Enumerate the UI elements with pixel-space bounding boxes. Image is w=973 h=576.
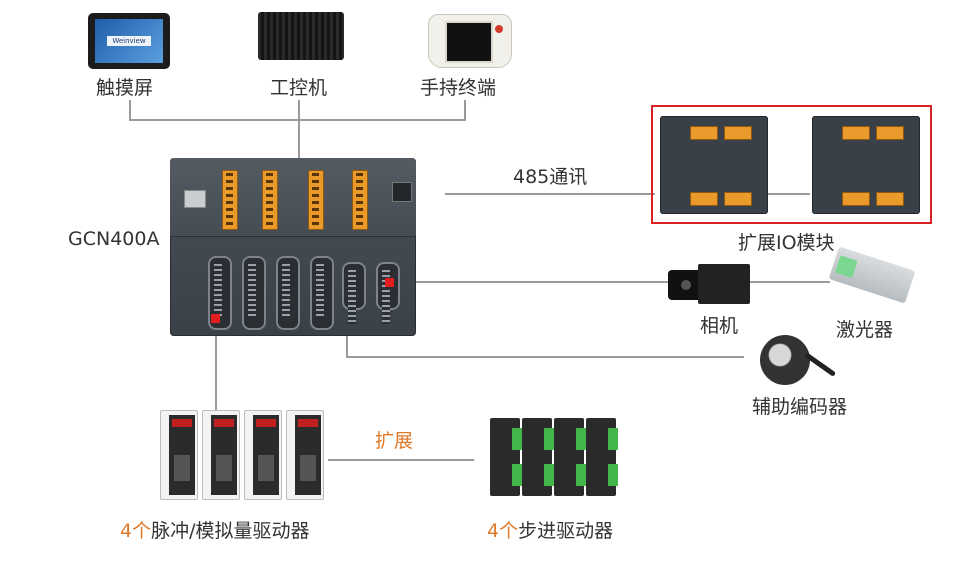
- line-top-bus: [129, 119, 466, 121]
- stepper-terminal-8: [608, 464, 618, 486]
- camera-label: 相机: [700, 315, 739, 337]
- stepper-text: 步进驱动器: [518, 520, 614, 542]
- line-ipc-down: [298, 100, 300, 160]
- camera-port: [376, 262, 400, 324]
- line-servo-vert: [215, 322, 217, 410]
- io-module-2-term-4: [876, 192, 904, 206]
- terminal-block-2: [262, 170, 278, 230]
- pendant-estop: [495, 25, 503, 33]
- terminal-block-1: [222, 170, 238, 230]
- stepper-terminal-7: [576, 464, 586, 486]
- terminal-block-3: [308, 170, 324, 230]
- io-module-1-term-2: [724, 126, 752, 140]
- line-485: [445, 193, 655, 195]
- servo-drive-4: [286, 410, 324, 500]
- ethernet-port: [184, 190, 206, 208]
- servo-drive-2: [202, 410, 240, 500]
- io-module-2-term-2: [876, 126, 904, 140]
- comm-label: 485通讯: [513, 166, 588, 188]
- servo-label: 4个脉冲/模拟量驱动器: [120, 516, 310, 543]
- axis-port-2: [242, 256, 266, 330]
- touchscreen-label: 触摸屏: [96, 77, 154, 99]
- controller-gcn400a: [170, 158, 416, 336]
- line-pendant-down: [464, 100, 466, 120]
- pendant-screen: [445, 21, 493, 63]
- servo-text: 脉冲/模拟量驱动器: [151, 520, 310, 542]
- encoder-image: [760, 335, 810, 385]
- pendant-label: 手持终端: [420, 77, 497, 99]
- expand-label: 扩展: [375, 430, 414, 452]
- stepper-terminal-1: [512, 428, 522, 450]
- stepper-terminal-3: [576, 428, 586, 450]
- touchscreen-brand: Weinview: [107, 36, 151, 46]
- stepper-terminal-5: [512, 464, 522, 486]
- touchscreen-image: Weinview: [88, 13, 170, 69]
- io-module-2-term-3: [842, 192, 870, 206]
- camera-image: [668, 264, 752, 306]
- pendant-image: [428, 14, 512, 68]
- servo-drive-3: [244, 410, 282, 500]
- camera-body: [698, 264, 750, 304]
- laser-image: [828, 246, 916, 304]
- io-module-1-term-3: [690, 192, 718, 206]
- controller-top-panel: [170, 158, 416, 237]
- stepper-terminal-6: [544, 464, 554, 486]
- servo-port-marker: [211, 314, 220, 323]
- axis-port-4: [310, 256, 334, 330]
- stepper-label: 4个步进驱动器: [487, 516, 613, 543]
- encoder-label: 辅助编码器: [752, 396, 848, 418]
- encoder-port: [342, 262, 366, 324]
- controller-label: GCN400A: [68, 228, 160, 250]
- dip-switch: [392, 182, 412, 202]
- ipc-label: 工控机: [270, 77, 328, 99]
- io-module-highlight: [651, 105, 932, 224]
- io-module-1: [660, 116, 768, 214]
- line-touchscreen-down: [129, 100, 131, 120]
- servo-count: 4个: [120, 520, 152, 542]
- axis-port-3: [276, 256, 300, 330]
- line-camera-laser: [390, 281, 830, 283]
- io-module-1-term-4: [724, 192, 752, 206]
- touchscreen-screen: Weinview: [95, 19, 163, 63]
- laser-label: 激光器: [836, 319, 894, 341]
- line-encoder-horiz: [346, 356, 744, 358]
- io-module-2: [812, 116, 920, 214]
- io-module-1-term-1: [690, 126, 718, 140]
- io-module-2-term-1: [842, 126, 870, 140]
- camera-port-marker: [385, 278, 394, 287]
- stepper-drives-image: [490, 418, 620, 498]
- terminal-block-4: [352, 170, 368, 230]
- stepper-terminal-2: [544, 428, 554, 450]
- line-io-link: [764, 193, 810, 195]
- servo-drive-1: [160, 410, 198, 500]
- line-servo-stepper: [328, 459, 474, 461]
- stepper-count: 4个: [487, 520, 519, 542]
- stepper-terminal-4: [608, 428, 618, 450]
- line-encoder-vert: [346, 322, 348, 358]
- ipc-image: [258, 12, 344, 60]
- io-module-label: 扩展IO模块: [738, 232, 835, 254]
